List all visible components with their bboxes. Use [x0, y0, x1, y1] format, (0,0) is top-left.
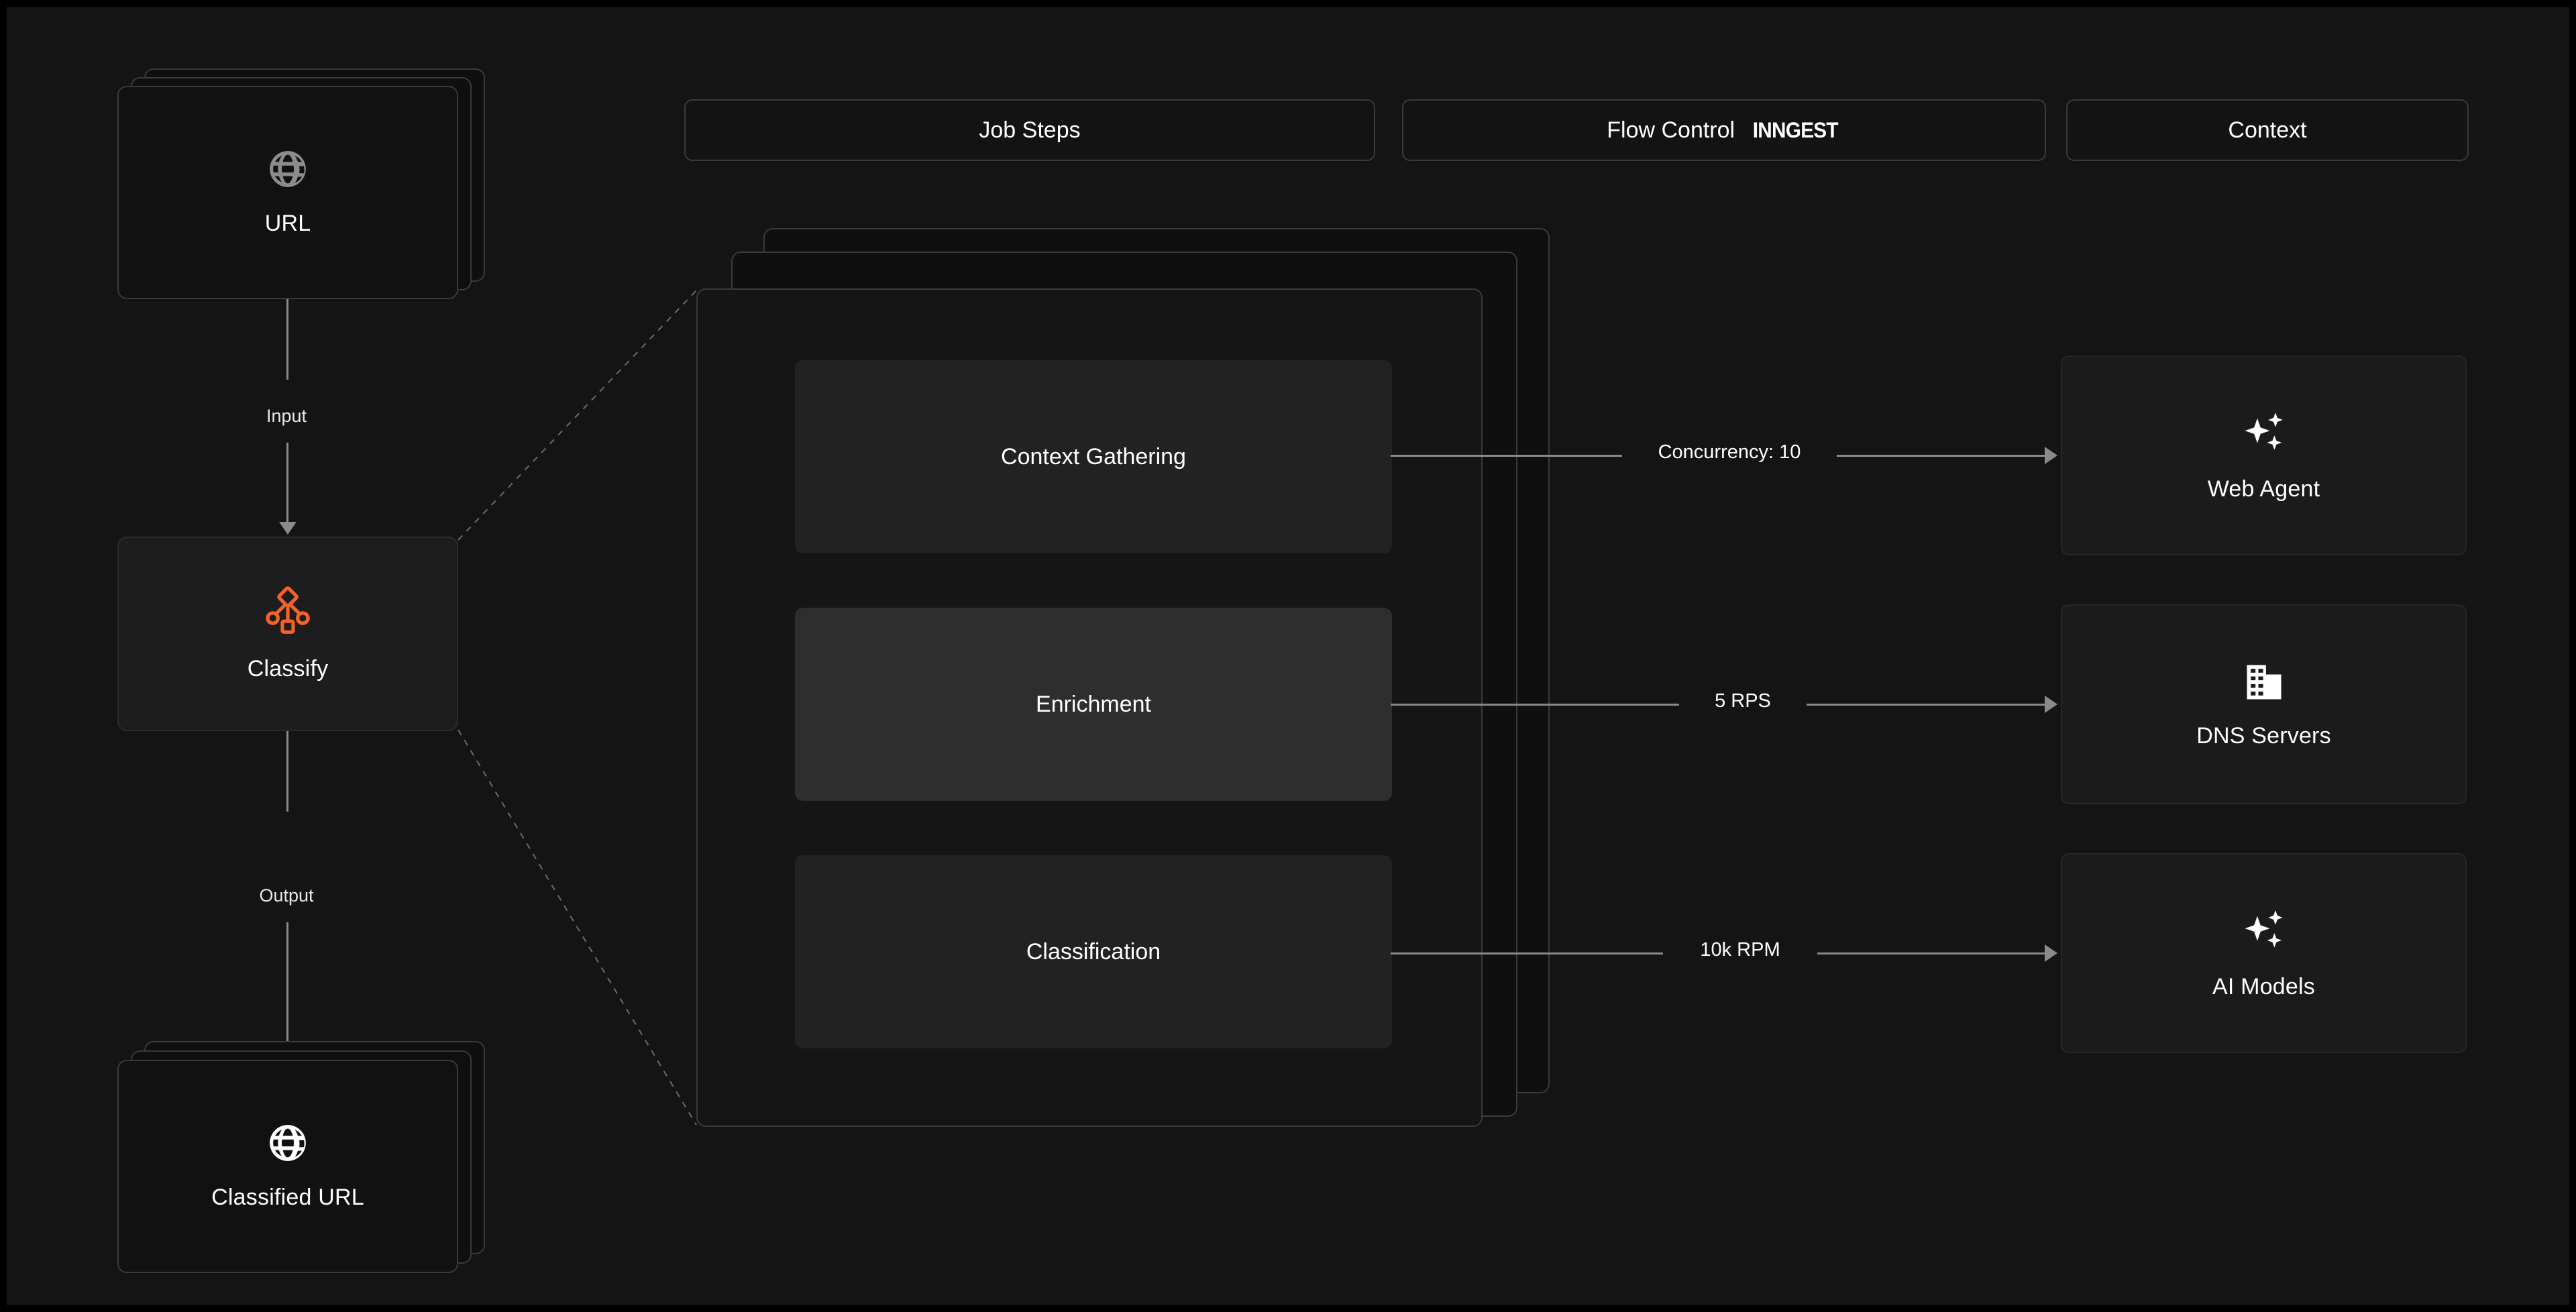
edge-classify-to-output-lower: [286, 922, 288, 1046]
inngest-logo-text: INNGEST: [1752, 117, 1839, 142]
sparkles-icon: [2239, 906, 2289, 959]
node-classified-url[interactable]: Classified URL: [117, 1060, 458, 1273]
arrowhead-connector: [2045, 447, 2057, 464]
header-pill-label: Flow Control: [1607, 117, 1735, 143]
connector-line-left: [1391, 704, 1679, 706]
building-icon: [2241, 659, 2287, 708]
sparkles-icon: [2239, 408, 2289, 461]
header-pill-job-steps[interactable]: Job Steps: [684, 99, 1375, 161]
resource-card-web-agent[interactable]: Web Agent: [2061, 356, 2467, 555]
edge-label-output: Output: [259, 885, 314, 906]
connector-label-concurrency: Concurrency: 10: [1658, 441, 1801, 463]
globe-icon: [267, 148, 309, 193]
job-step-card[interactable]: Context Gathering: [795, 360, 1392, 553]
resource-card-ai-models[interactable]: AI Models: [2061, 853, 2467, 1053]
connector-line-right: [1807, 704, 2047, 706]
header-pill-context[interactable]: Context: [2066, 99, 2469, 161]
node-label: Classify: [247, 656, 329, 681]
connector-line-right: [1817, 952, 2047, 954]
edge-label-input: Input: [266, 406, 307, 426]
node-url[interactable]: URL: [117, 86, 458, 299]
resource-label: AI Models: [2212, 974, 2315, 999]
diagram-canvas: Job Steps Flow Control INNGEST Context U…: [7, 7, 2569, 1305]
arrowhead-input: [279, 522, 297, 535]
node-label: Classified URL: [211, 1185, 364, 1210]
header-pill-label: Job Steps: [979, 117, 1081, 143]
job-steps-panel: Context Gathering Enrichment Classificat…: [696, 288, 1483, 1127]
node-label: URL: [264, 211, 311, 236]
globe-icon: [267, 1122, 309, 1167]
arrowhead-connector: [2045, 944, 2057, 962]
resource-label: Web Agent: [2207, 476, 2320, 502]
job-step-label: Context Gathering: [1001, 443, 1186, 470]
connector-line-left: [1391, 455, 1622, 457]
header-pill-flow-control[interactable]: Flow Control INNGEST: [1402, 99, 2046, 161]
edge-url-to-classify-upper: [286, 299, 288, 380]
edge-classify-to-output-upper: [286, 731, 288, 812]
job-step-label: Enrichment: [1036, 691, 1151, 717]
connector-line-right: [1837, 455, 2047, 457]
node-classify[interactable]: Classify: [117, 537, 458, 731]
connector-label-rps: 5 RPS: [1715, 690, 1771, 712]
resource-card-dns-servers[interactable]: DNS Servers: [2061, 604, 2467, 804]
job-step-label: Classification: [1026, 938, 1161, 965]
resource-label: DNS Servers: [2196, 723, 2331, 749]
workflow-icon: [263, 586, 313, 639]
job-step-card[interactable]: Enrichment: [795, 608, 1392, 801]
job-step-card[interactable]: Classification: [795, 855, 1392, 1048]
edge-url-to-classify-lower: [286, 443, 288, 523]
arrowhead-connector: [2045, 696, 2057, 713]
header-pill-label: Context: [2228, 117, 2307, 143]
connector-line-left: [1391, 952, 1663, 954]
connector-label-rpm: 10k RPM: [1700, 939, 1780, 961]
